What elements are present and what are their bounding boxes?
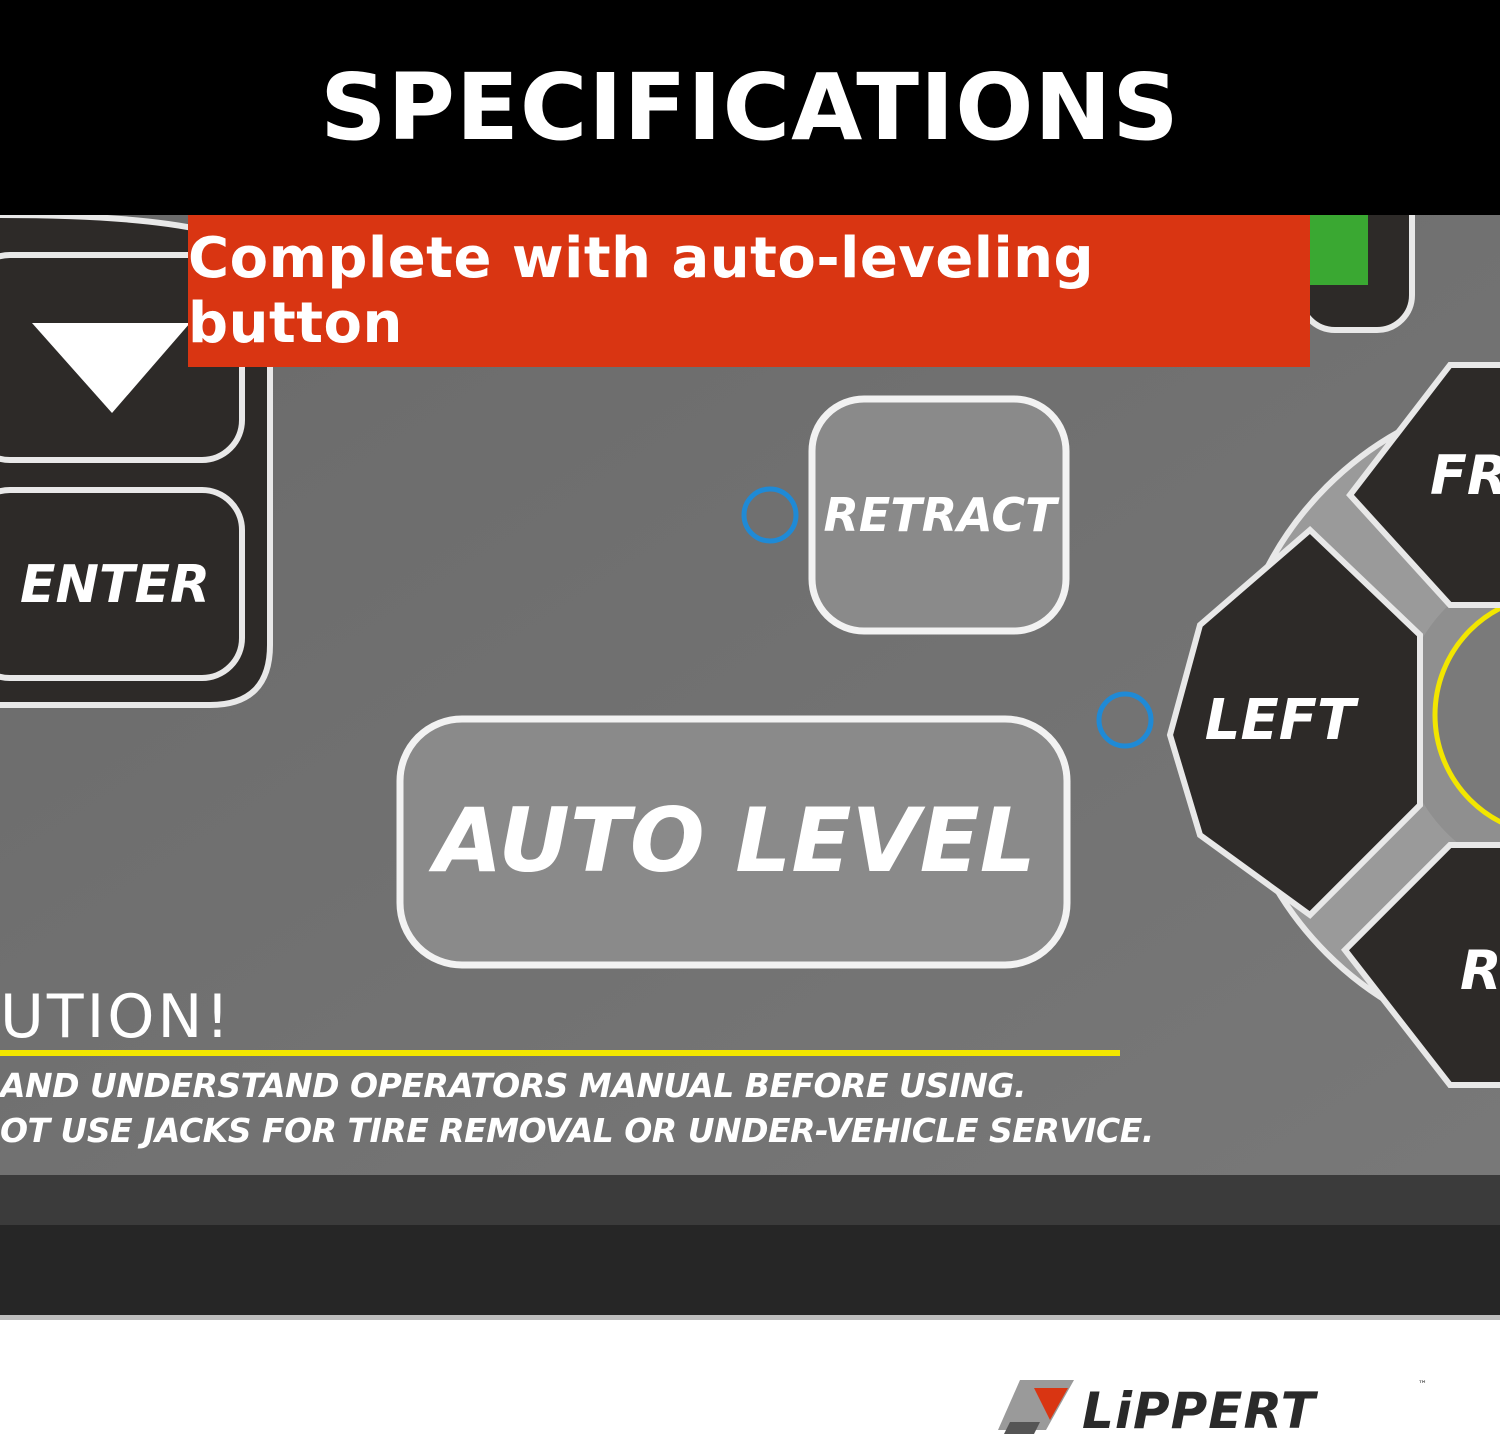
left-key-shape — [1166, 525, 1423, 919]
feature-banner-text: Complete with auto-leveling button — [188, 226, 1095, 356]
trademark-symbol: ™ — [1418, 1380, 1427, 1390]
auto-level-key-shape — [396, 715, 1071, 969]
enter-key[interactable]: ENTER — [0, 530, 230, 640]
rear-key[interactable]: R — [1460, 915, 1500, 1025]
retract-indicator-icon — [741, 486, 799, 544]
retract-key-shape — [808, 395, 1070, 635]
warning-line-1: AND UNDERSTAND OPERATORS MANUAL BEFORE U… — [0, 1066, 1027, 1105]
rear-key-label: R — [1460, 938, 1500, 1002]
footer — [0, 1320, 1500, 1444]
warning-line-2: OT USE JACKS FOR TIRE REMOVAL OR UNDER-V… — [0, 1111, 1154, 1150]
left-key[interactable]: LEFT — [1180, 665, 1380, 775]
retract-key-label: RETRACT — [823, 488, 1057, 542]
front-key-label: FR — [1430, 443, 1500, 507]
brand-name: LiPPERT — [1082, 1382, 1316, 1440]
caution-heading: UTION! — [0, 982, 233, 1052]
left-key-label: LEFT — [1204, 687, 1356, 753]
auto-level-key[interactable]: AUTO LEVEL — [405, 780, 1065, 900]
panel-base — [0, 1225, 1500, 1315]
enter-key-label: ENTER — [19, 555, 211, 615]
retract-key[interactable]: RETRACT — [815, 460, 1065, 570]
header-bar: SPECIFICATIONS — [0, 0, 1500, 215]
front-key-shape — [1346, 362, 1500, 608]
lippert-mark-icon — [998, 1380, 1074, 1434]
feature-banner: Complete with auto-leveling button — [188, 215, 1310, 367]
page-title: SPECIFICATIONS — [320, 54, 1180, 161]
down-arrow-icon — [32, 323, 190, 413]
left-indicator-icon — [1096, 691, 1154, 749]
status-green-light — [1308, 215, 1368, 285]
center-indicator-ring — [1432, 605, 1500, 825]
auto-level-key-label: AUTO LEVEL — [434, 788, 1036, 892]
rear-key-shape — [1341, 842, 1500, 1088]
front-key[interactable]: FR — [1430, 420, 1500, 530]
enter-key-shape — [0, 487, 245, 681]
panel-bezel — [0, 1175, 1500, 1225]
caution-underline — [0, 1050, 1120, 1056]
brand-logo: LiPPERT ™ — [990, 1372, 1440, 1444]
